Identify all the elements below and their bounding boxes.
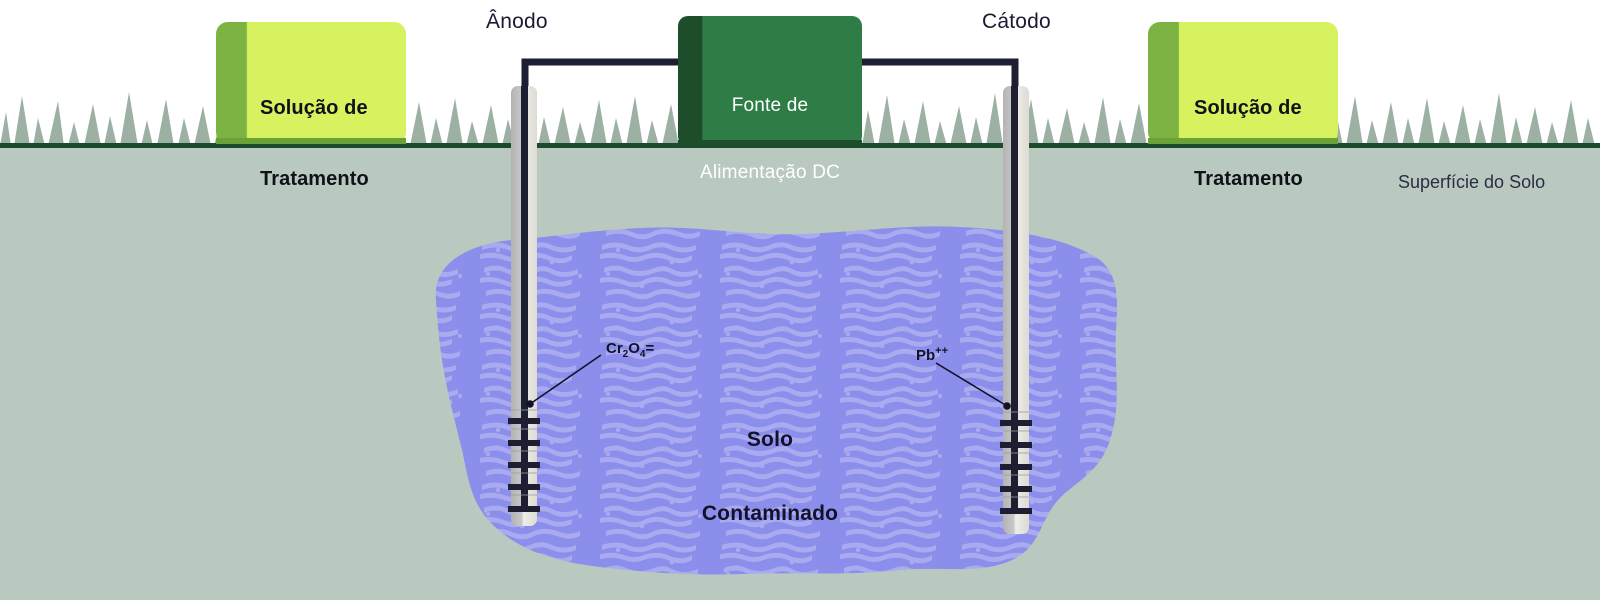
- chromate-symbol-cr: Cr: [606, 340, 623, 357]
- dc-power-supply-label-line1: Fonte de: [731, 94, 809, 116]
- treatment-tank-left[interactable]: [216, 22, 406, 144]
- soil-surface-label: Superfície do Solo: [1398, 172, 1546, 192]
- anode-screen-bars: [508, 418, 540, 512]
- treatment-tank-left-base: [216, 138, 406, 144]
- dc-power-supply-body: [678, 16, 862, 146]
- lead-ion-label: Pb++: [916, 345, 948, 365]
- dc-power-supply[interactable]: [678, 16, 862, 146]
- treatment-tank-right-line2: Tratamento: [1194, 167, 1303, 190]
- treatment-tank-right-label: Solução de Tratamento: [1194, 50, 1303, 239]
- chromate-ion-label: Cr2O4=: [606, 340, 654, 361]
- cathode-rod: [1011, 86, 1018, 514]
- contaminated-soil-line2: Contaminado: [701, 501, 839, 525]
- anode-well[interactable]: [508, 86, 540, 526]
- dc-power-supply-label: Fonte de Alimentação DC: [678, 50, 862, 229]
- anode-rod: [521, 86, 528, 506]
- chromate-sub-4: 4: [639, 349, 646, 360]
- treatment-tank-left-line2: Tratamento: [260, 167, 369, 190]
- cathode-label: Cátodo: [982, 10, 1051, 33]
- treatment-tank-right-line1: Solução de: [1194, 97, 1302, 120]
- dc-power-supply-label-line2: Alimentação DC: [699, 162, 841, 184]
- treatment-tank-left-line1: Solução de: [260, 97, 368, 120]
- cathode-screen-bars: [1000, 420, 1032, 514]
- chromate-sub-2: 2: [622, 349, 629, 360]
- treatment-tank-right-base: [1148, 138, 1338, 144]
- cathode-well[interactable]: [1000, 86, 1032, 534]
- chromate-symbol-o: O: [628, 340, 640, 357]
- ion-leader-lines: [526, 354, 1011, 410]
- lead-symbol-pb: Pb: [916, 347, 936, 364]
- contaminated-soil-label: Solo Contaminado: [668, 378, 872, 576]
- treatment-tank-left-label: Solução de Tratamento: [260, 50, 369, 239]
- treatment-tank-left-body: [216, 22, 406, 144]
- dc-power-supply-base: [678, 140, 862, 146]
- anode-label: Ânodo: [486, 10, 548, 33]
- treatment-tank-right[interactable]: [1148, 22, 1338, 144]
- treatment-tank-right-body: [1148, 22, 1338, 144]
- chromate-charge: =: [645, 340, 655, 357]
- contaminated-soil-line1: Solo: [746, 427, 794, 451]
- contaminated-soil-plume: [435, 226, 1118, 575]
- grass-layer: [0, 92, 1595, 146]
- lead-charge: ++: [935, 345, 949, 357]
